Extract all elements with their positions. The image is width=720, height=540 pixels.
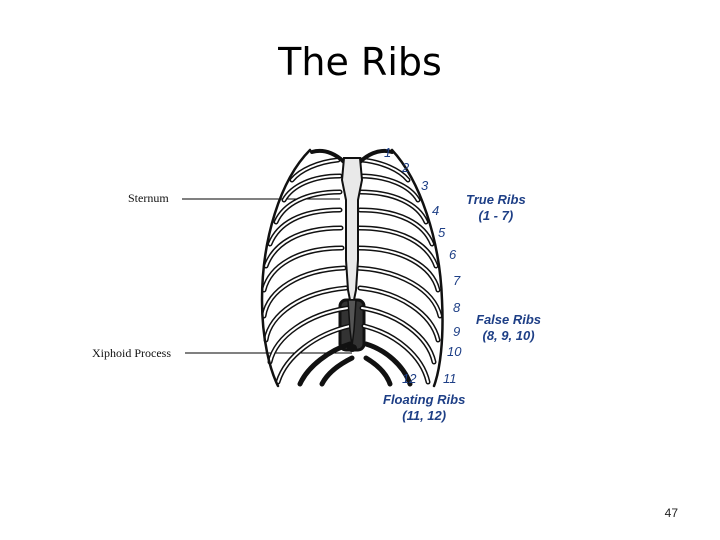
xiphoid-tip <box>347 344 357 352</box>
left-ribs <box>261 157 355 387</box>
sternum <box>340 157 364 301</box>
rib-number-12: 12 <box>402 371 417 386</box>
left-cage-edge <box>260 148 312 388</box>
rib-number-11: 11 <box>443 371 457 386</box>
rib-number-1: 1 <box>384 145 392 160</box>
clavicle-right <box>358 149 394 164</box>
false-ribs-range: (8, 9, 10) <box>482 328 535 343</box>
xiphoid-process <box>347 299 357 347</box>
rib-number-4: 4 <box>432 203 440 218</box>
right-cage-edge <box>390 148 444 388</box>
false-ribs-label: False Ribs (8, 9, 10) <box>476 312 541 344</box>
left-ribs-inner <box>263 159 351 383</box>
page-number: 47 <box>664 506 678 520</box>
right-ribs-inner <box>355 159 441 383</box>
floating-ribs-label: Floating Ribs (11, 12) <box>383 392 465 424</box>
true-ribs-name: True Ribs <box>466 192 526 207</box>
rib-number-9: 9 <box>453 324 461 339</box>
floating-ribs-name: Floating Ribs <box>383 392 466 407</box>
rib-number-3: 3 <box>421 178 429 193</box>
clavicle-left <box>310 149 346 164</box>
true-ribs-range: (1 - 7) <box>478 208 514 223</box>
rib-cage-drawing <box>260 148 444 388</box>
rib-number-6: 6 <box>449 247 457 262</box>
sternum-label: Sternum <box>128 191 169 205</box>
rib-number-7: 7 <box>453 273 461 288</box>
rib-number-2: 2 <box>402 160 410 175</box>
rib-number-5: 5 <box>438 225 446 240</box>
rib-number-10: 10 <box>447 344 462 359</box>
xiphoid-process-label: Xiphoid Process <box>92 346 171 360</box>
rib-number-8: 8 <box>453 300 461 315</box>
floating-ribs-range: (11, 12) <box>402 408 447 423</box>
slide-title: The Ribs <box>278 40 442 84</box>
false-ribs-name: False Ribs <box>476 312 542 327</box>
true-ribs-label: True Ribs (1 - 7) <box>466 192 526 224</box>
